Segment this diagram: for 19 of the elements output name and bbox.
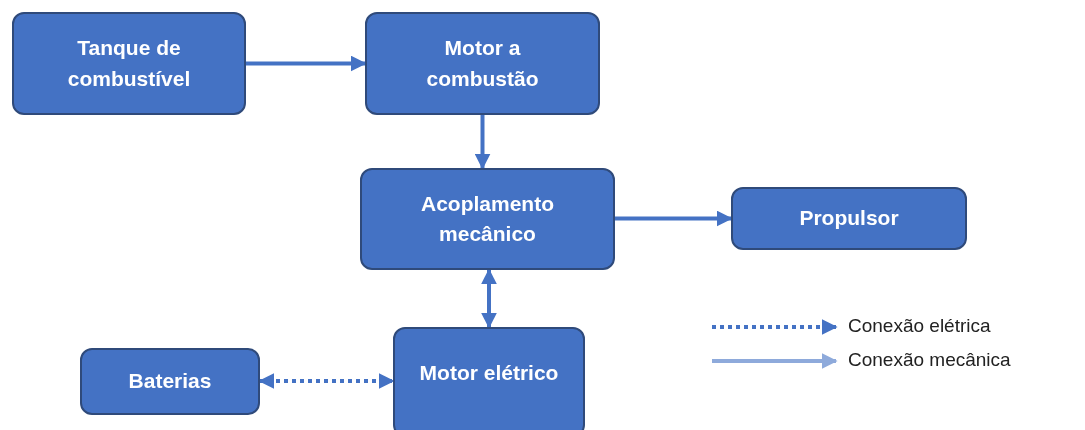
process-box xyxy=(80,348,260,415)
process-box xyxy=(360,168,615,270)
node-label: Propulsor xyxy=(799,205,899,232)
process-box xyxy=(12,12,246,115)
node-label: Acoplamento mecânico xyxy=(420,190,555,247)
arrow xyxy=(615,210,733,227)
node-label: Motor a combustão xyxy=(425,35,540,92)
node-label: Tanque de combustível xyxy=(66,35,192,92)
arrow xyxy=(481,268,497,329)
process-box xyxy=(731,187,967,250)
node-label: Baterias xyxy=(128,368,212,395)
legend-label: Conexão mecânica xyxy=(848,349,1011,371)
arrow xyxy=(246,55,367,72)
node-label: Motor elétrico xyxy=(419,359,559,386)
process-box xyxy=(365,12,600,115)
legend-label: Conexão elétrica xyxy=(848,315,991,337)
process-box xyxy=(393,327,585,430)
arrow xyxy=(258,373,395,389)
arrow xyxy=(474,115,491,170)
